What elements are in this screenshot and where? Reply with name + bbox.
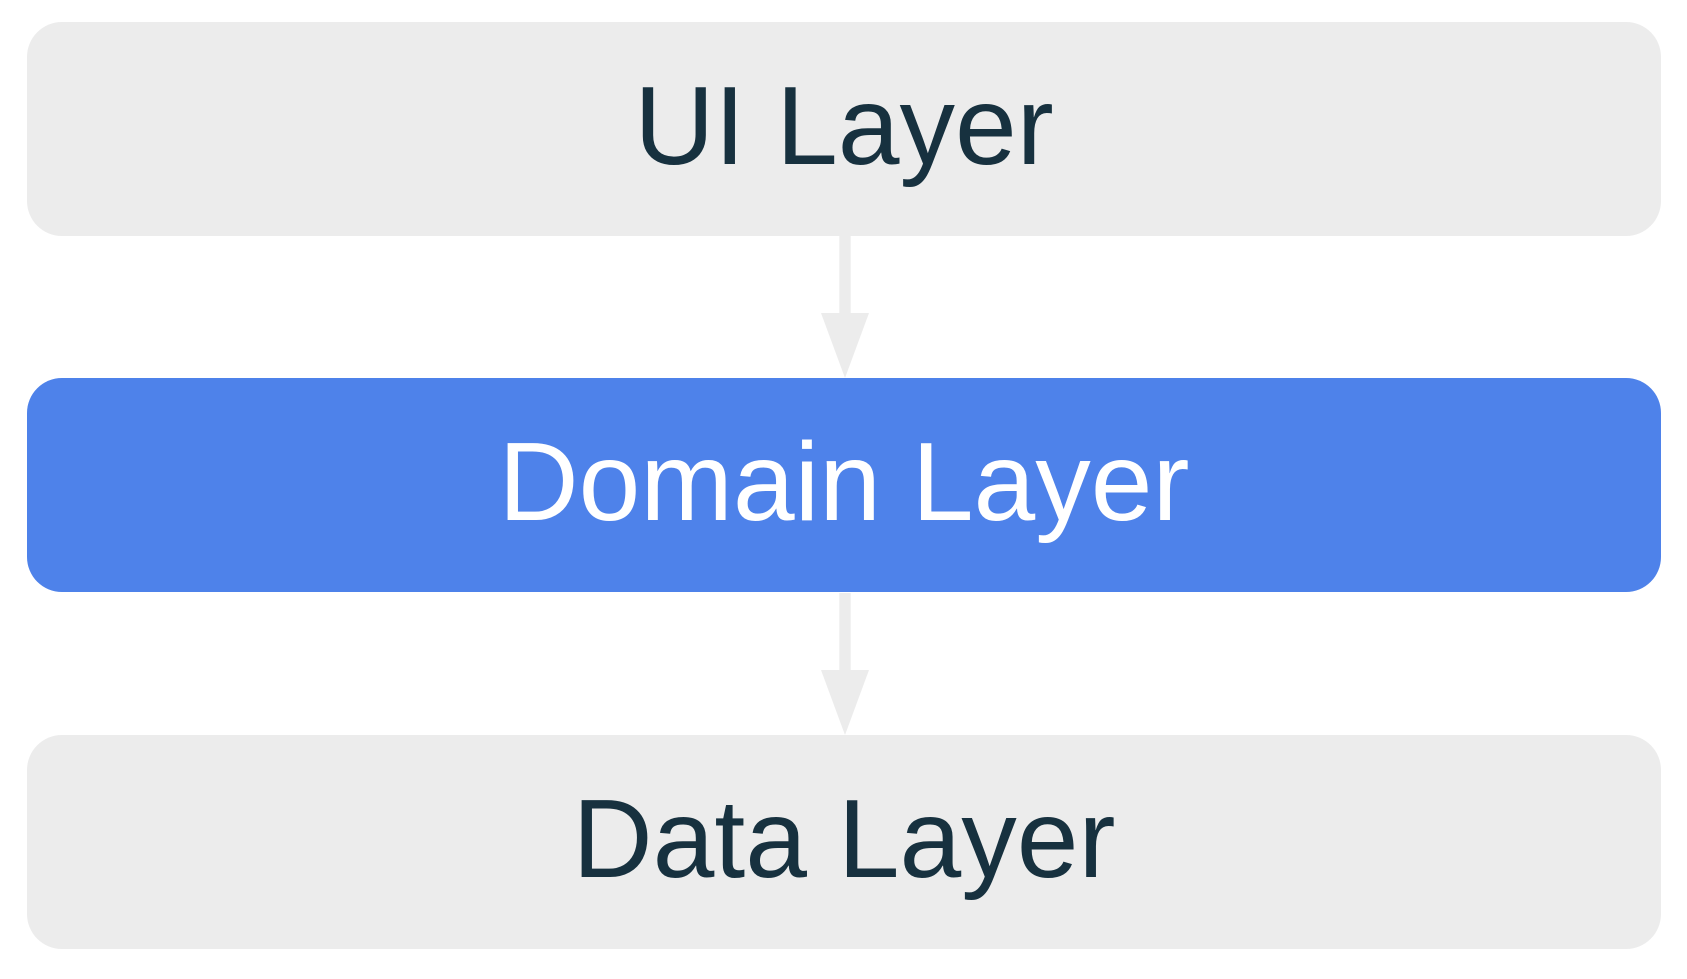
arrow-down-icon [821, 593, 869, 735]
layer-label-data: Data Layer [572, 776, 1116, 901]
arrow-down-icon [821, 236, 869, 378]
layer-box-domain: Domain Layer [27, 378, 1661, 592]
layer-label-ui: UI Layer [634, 63, 1054, 188]
layer-label-domain: Domain Layer [498, 419, 1190, 544]
layer-box-data: Data Layer [27, 735, 1661, 949]
layer-box-ui: UI Layer [27, 22, 1661, 236]
